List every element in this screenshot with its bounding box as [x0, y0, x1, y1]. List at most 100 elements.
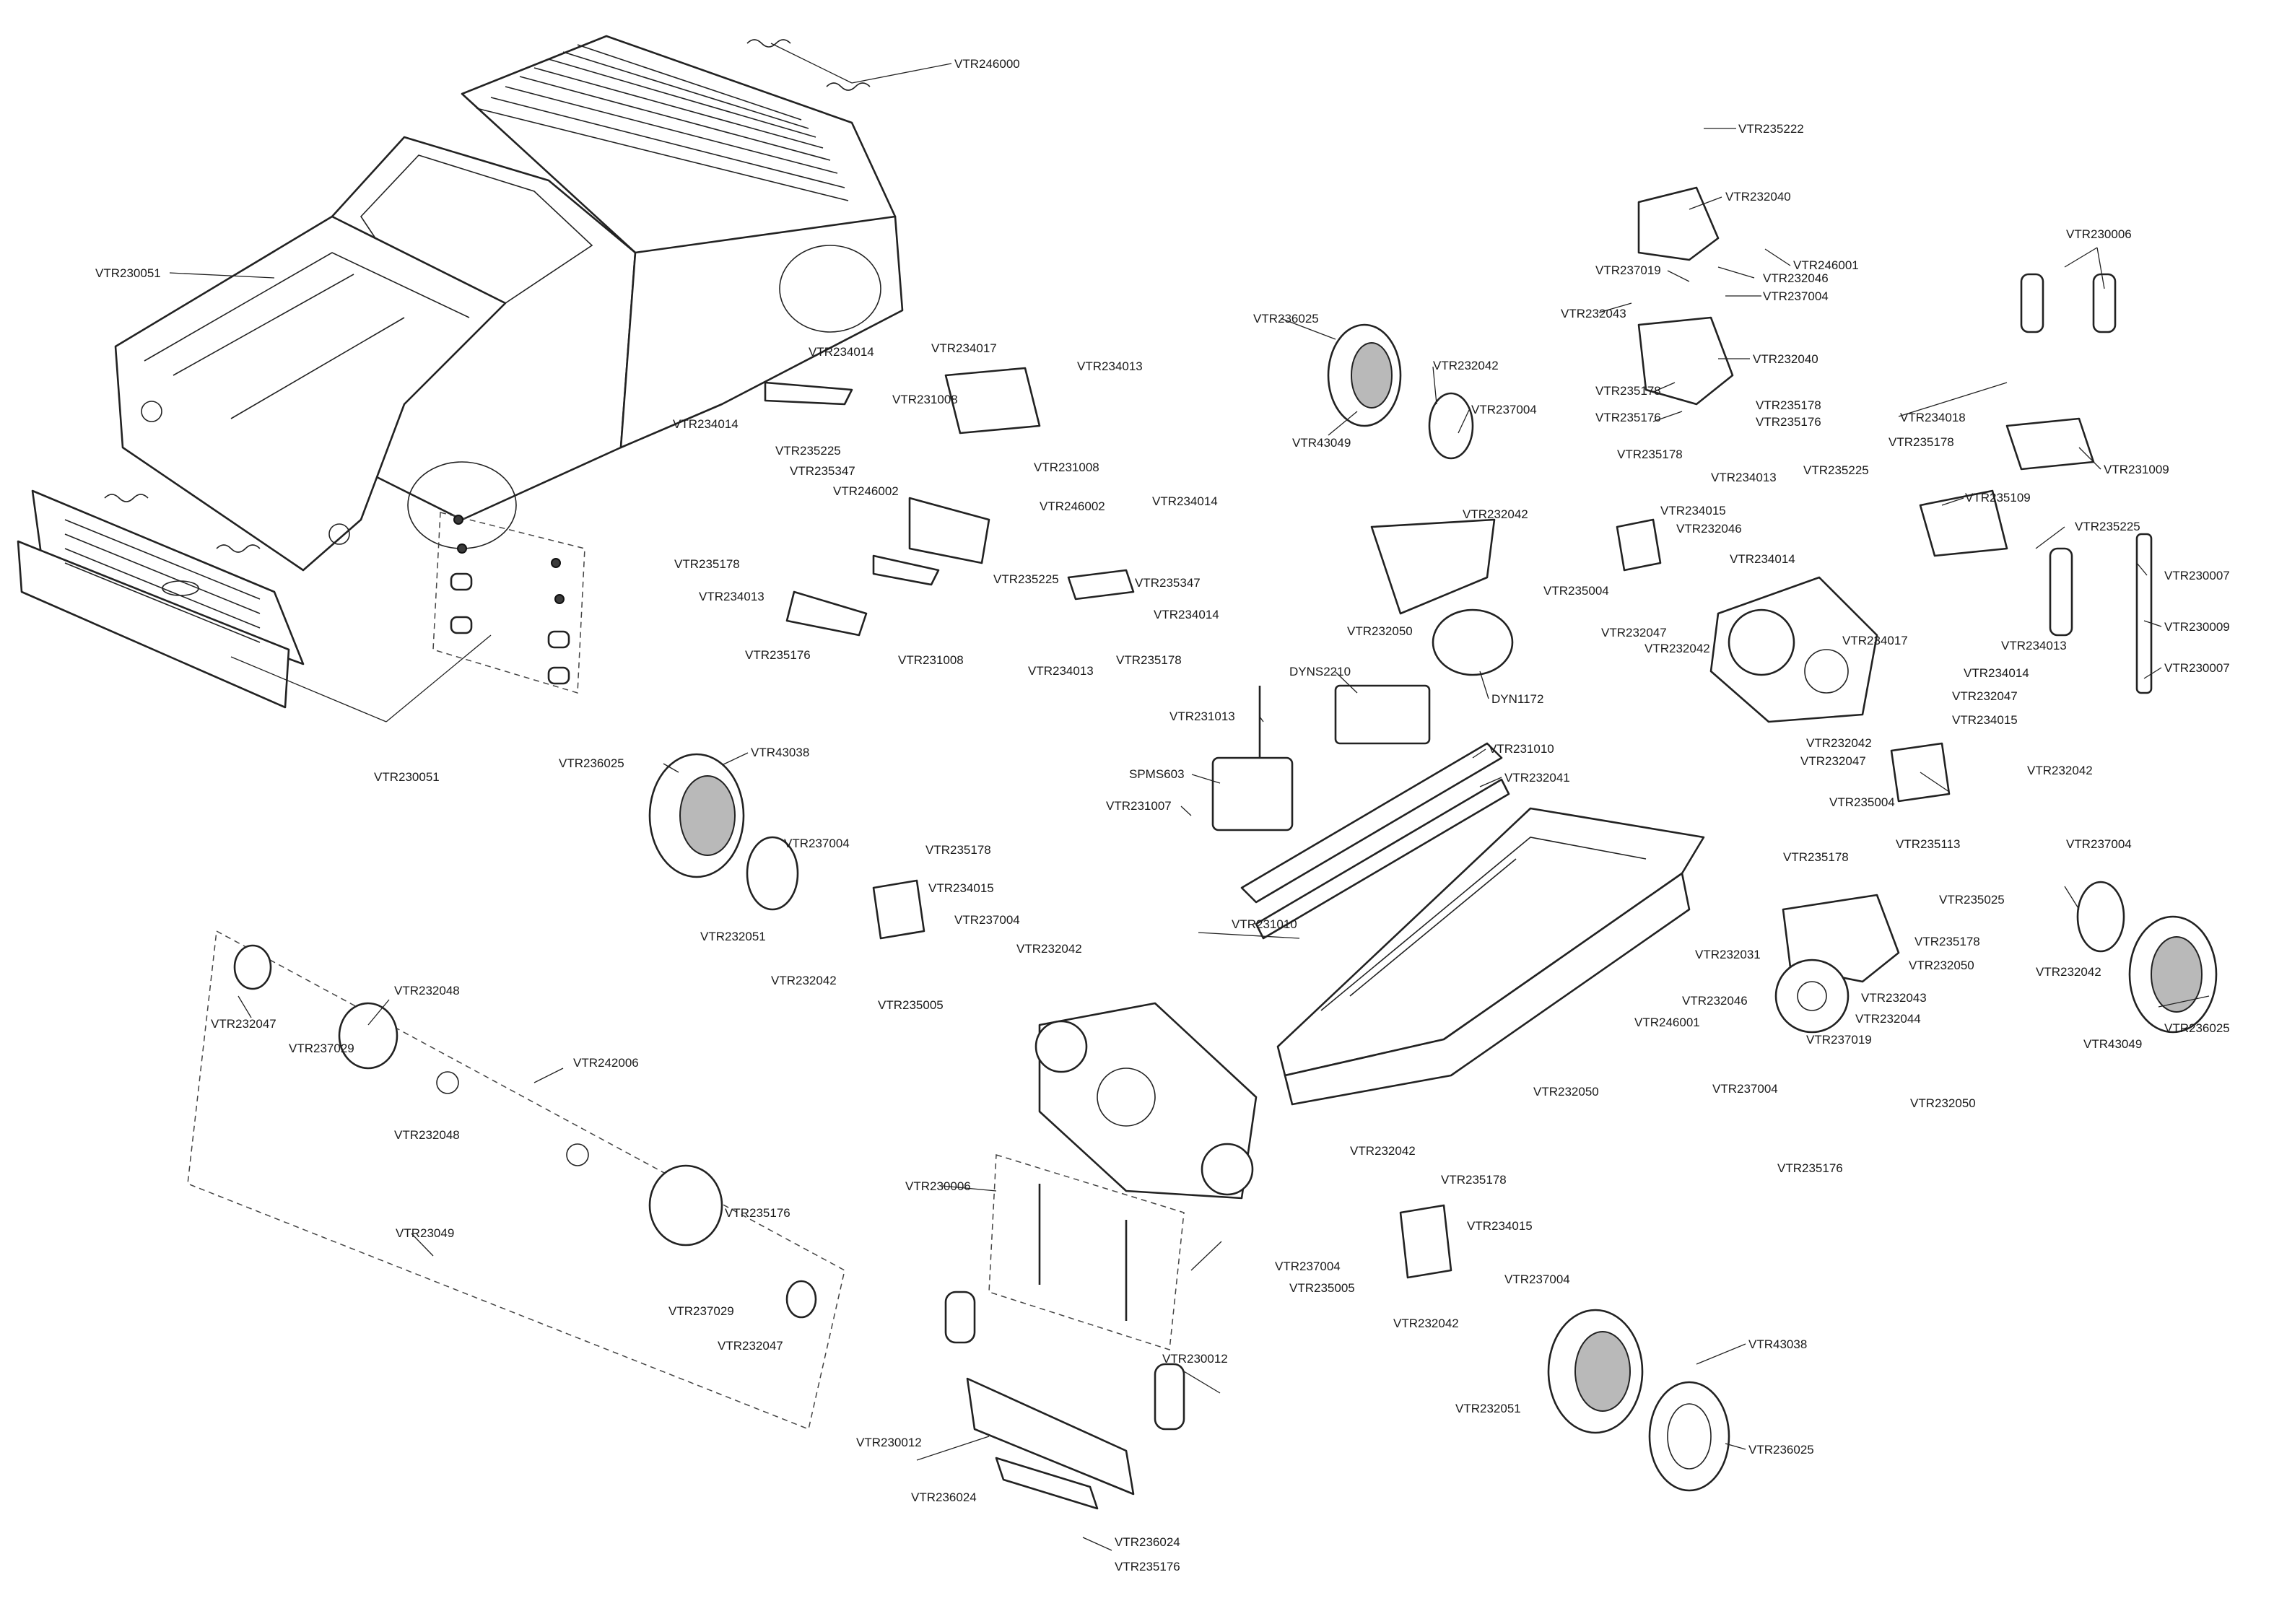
label-vtr236025-c: VTR236025: [559, 756, 624, 770]
label-vtr23049: VTR23049: [396, 1226, 454, 1240]
front-suspension-parts: [764, 367, 1135, 637]
label-vtr234014-e: VTR234014: [1152, 494, 1218, 508]
label-vtr237029-b: VTR237029: [668, 1304, 734, 1318]
label-vtr237004-c: VTR237004: [784, 837, 850, 850]
label-vtr232050-b: VTR232050: [1909, 959, 1974, 972]
label-vtr236025-b: VTR236025: [2164, 1021, 2230, 1035]
label-vtr235225-d: VTR235225: [993, 572, 1059, 586]
label-vtr231013: VTR231013: [1169, 710, 1235, 723]
label-vtr235225-a: VTR235225: [1803, 463, 1869, 477]
label-vtr232046-top: VTR232046: [1763, 271, 1829, 285]
label-vtr230012-b: VTR230012: [856, 1436, 922, 1449]
label-spms603: SPMS603: [1129, 767, 1185, 781]
label-vtr235178-h: VTR235178: [1783, 850, 1849, 864]
label-vtr235176-c: VTR235176: [745, 648, 811, 662]
label-vtr234013-a: VTR234013: [1711, 471, 1777, 484]
label-vtr232042-c: VTR232042: [1806, 736, 1872, 750]
label-vtr234014-b: VTR234014: [1964, 666, 2029, 680]
label-vtr235178-i: VTR235178: [1914, 935, 1980, 948]
label-vtr246002-b: VTR246002: [1040, 499, 1105, 513]
label-vtr232047-e: VTR232047: [718, 1339, 783, 1353]
label-vtr234013-e: VTR234013: [1028, 664, 1094, 678]
label-vtr235347-b: VTR235347: [1135, 576, 1201, 590]
part-labels: VTR246000 VTR230051 VTR230051 VTR235222 …: [95, 57, 2230, 1573]
wheel-front-left: [648, 753, 799, 911]
label-vtr232042-i: VTR232042: [1393, 1317, 1459, 1330]
label-vtr246002-a: VTR246002: [833, 484, 899, 498]
label-vtr235178-j: VTR235178: [1441, 1173, 1507, 1187]
body-mount-hardware: [432, 512, 585, 694]
center-differential: [187, 930, 845, 1431]
label-vtr237004-e: VTR237004: [1712, 1082, 1778, 1096]
label-vtr232042-d: VTR232042: [2027, 764, 2093, 777]
label-vtr236025-top: VTR236025: [1253, 312, 1319, 326]
label-vtr235178-f: VTR235178: [1116, 653, 1182, 667]
label-vtr230007-b: VTR230007: [2164, 661, 2230, 675]
label-vtr237004-g: VTR237004: [1504, 1272, 1570, 1286]
label-vtr237019-top: VTR237019: [1595, 263, 1661, 277]
label-vtr236025-d: VTR236025: [1748, 1443, 1814, 1457]
label-vtr236024-b: VTR236024: [1115, 1535, 1180, 1549]
label-vtr234014-d: VTR234014: [673, 417, 739, 431]
label-vtr232044: VTR232044: [1855, 1012, 1921, 1026]
label-vtr237004-f: VTR237004: [1275, 1260, 1341, 1273]
label-vtr231008-c: VTR231008: [898, 653, 964, 667]
wheel-front-right: [1327, 323, 1474, 460]
label-vtr232051-a: VTR232051: [700, 930, 766, 943]
label-vtr235005-b: VTR235005: [1289, 1281, 1355, 1295]
label-vtr235176-b: VTR235176: [1756, 415, 1821, 429]
label-vtr237004-wheel: VTR237004: [1471, 403, 1537, 416]
label-vtr232050-c: VTR232050: [1533, 1085, 1599, 1099]
label-vtr235025: VTR235025: [1939, 893, 2005, 907]
label-vtr234017-a: VTR234017: [1842, 634, 1908, 647]
label-vtr235178-d: VTR235178: [1889, 435, 1954, 449]
label-vtr234017-b: VTR234017: [931, 341, 997, 355]
label-vtr246001-b: VTR246001: [1634, 1016, 1700, 1029]
label-vtr235225-c: VTR235225: [775, 444, 841, 458]
label-vtr237004-top: VTR237004: [1763, 289, 1829, 303]
main-chassis: [1276, 807, 1705, 1106]
label-vtr232051-b: VTR232051: [1455, 1402, 1521, 1415]
label-vtr232050-a: VTR232050: [1347, 624, 1413, 638]
label-vtr235176-f: VTR235176: [1115, 1560, 1180, 1573]
label-vtr234015-a: VTR234015: [1660, 504, 1726, 518]
label-vtr230007-a: VTR230007: [2164, 569, 2230, 582]
label-vtr234014-f: VTR234014: [1154, 608, 1219, 621]
label-vtr232042-top: VTR232042: [1433, 359, 1499, 372]
label-vtr230006-b: VTR230006: [905, 1179, 971, 1193]
label-vtr232047-b: VTR232047: [1952, 689, 2018, 703]
label-vtr231007: VTR231007: [1106, 799, 1172, 813]
body-clips: [104, 39, 871, 553]
label-dyn1172: DYN1172: [1491, 692, 1543, 706]
chassis-braces: [1240, 742, 1510, 940]
label-vtr231008-b: VTR231008: [1034, 460, 1099, 474]
label-vtr232042-g: VTR232042: [1016, 942, 1082, 956]
label-vtr231008-a: VTR231008: [892, 393, 958, 406]
label-vtr232041: VTR232041: [1504, 771, 1570, 785]
truck-body: [114, 35, 904, 572]
label-vtr234015-c: VTR234015: [928, 881, 994, 895]
label-vtr235178-g: VTR235178: [925, 843, 991, 857]
label-vtr232042-h: VTR232042: [1350, 1144, 1416, 1158]
label-vtr232042-e: VTR232042: [2036, 965, 2101, 979]
label-vtr235178-c: VTR235178: [1617, 448, 1683, 461]
label-vtr237004-d: VTR237004: [954, 913, 1020, 927]
label-vtr232046-b: VTR232046: [1682, 994, 1748, 1008]
label-vtr236024-a: VTR236024: [911, 1490, 977, 1504]
label-vtr235176-d: VTR235176: [725, 1206, 790, 1220]
front-grille: [17, 489, 305, 709]
label-vtr232043-b: VTR232043: [1861, 991, 1927, 1005]
label-vtr232050-d: VTR232050: [1910, 1096, 1976, 1110]
label-vtr232042-b: VTR232042: [1644, 642, 1710, 655]
label-vtr43049-b: VTR43049: [2083, 1037, 2142, 1051]
label-vtr43038-a: VTR43038: [751, 746, 809, 759]
label-vtr242006: VTR242006: [573, 1056, 639, 1070]
label-vtr230012-a: VTR230012: [1162, 1352, 1228, 1366]
label-vtr235178-a: VTR235178: [1595, 384, 1661, 398]
wheel-rear-right: [2076, 881, 2218, 1034]
label-vtr235109: VTR235109: [1965, 491, 2031, 505]
label-vtr43049-top: VTR43049: [1292, 436, 1351, 450]
label-vtr234013-c: VTR234013: [1077, 359, 1143, 373]
